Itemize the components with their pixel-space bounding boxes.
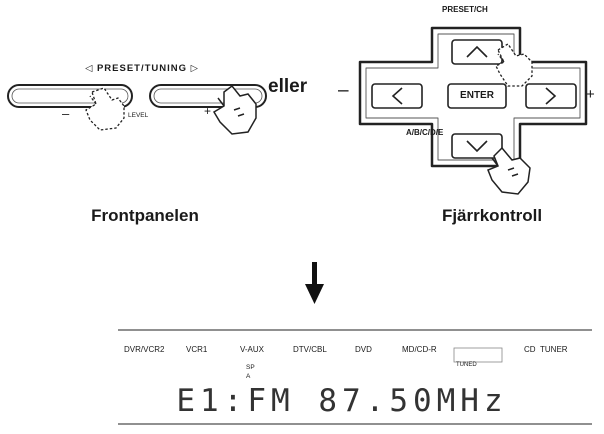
indicator-sp: SP [246,364,255,371]
front-panel-minus-label: – [62,106,70,121]
source-label: V-AUX [240,345,265,354]
up-button[interactable] [451,39,503,65]
enter-button[interactable] [447,83,507,109]
front-panel-caption: Frontpanelen [91,206,199,225]
source-label: DVR/VCR2 [124,345,165,354]
pointing-hand-icon [495,43,533,87]
source-label: TUNER [540,345,568,354]
source-label: MD/CD-R [402,345,437,354]
remote-minus-label: – [338,80,349,101]
connector-text: eller [268,76,308,97]
display-readout: E1:FM 87.50MHz [176,383,508,419]
chevron-up-icon [466,45,488,58]
display-frame [118,329,592,425]
pointing-hand-icon [85,87,125,131]
down-arrow-icon [305,262,324,304]
source-label: VCR1 [186,345,208,354]
enter-button-label[interactable]: ENTER [460,90,494,101]
front-panel-level-label: LEVEL [128,112,149,119]
front-panel-plus-label: + [204,104,212,118]
front-panel-title: ◁ PRESET/TUNING ▷ [85,63,199,74]
indicator-a: A [246,373,251,380]
source-label: CD [524,345,536,354]
down-button[interactable] [451,133,503,159]
pointing-hand-icon [212,84,257,135]
chevron-left-icon [391,87,403,105]
source-label: DTV/CBL [293,345,327,354]
left-button[interactable] [371,83,423,109]
source-label: DVD [355,345,372,354]
remote-caption: Fjärrkontroll [441,206,543,225]
right-button[interactable] [525,83,577,109]
pointing-hand-icon [487,146,531,195]
chevron-right-icon [545,87,557,105]
remote-preset-label: PRESET/CH [442,5,488,14]
chevron-down-icon [466,140,488,153]
indicator-tuned: TUNED [456,362,477,368]
remote-abcde-label: A/B/C/D/E [406,128,444,137]
remote-plus-label: + [586,86,595,103]
